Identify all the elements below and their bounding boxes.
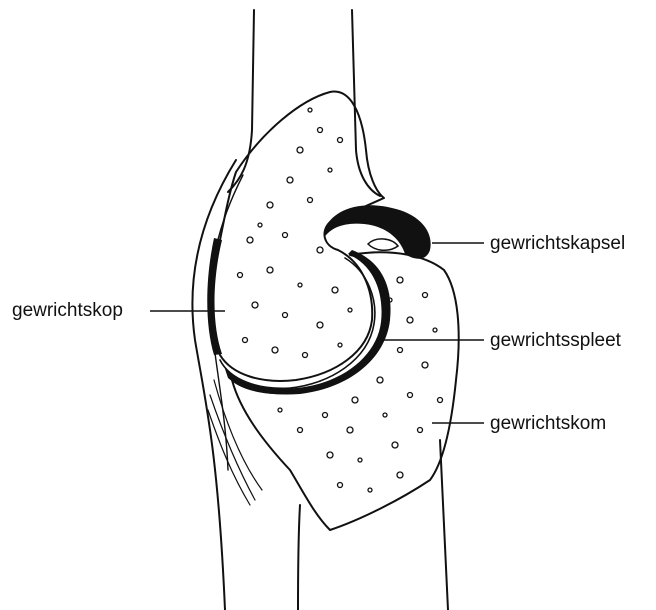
- lower-bone-shaft-right: [440, 440, 448, 610]
- outer-tissue-left: [192, 160, 236, 610]
- head-left-cartilage-fill: [207, 238, 222, 355]
- upper-bone-shaft-right: [352, 10, 380, 196]
- joint-head-outline: [211, 92, 384, 381]
- lower-bone-shaft-left: [298, 505, 300, 610]
- label-gewrichtsspleet: gewrichtsspleet: [490, 331, 621, 350]
- joint-space-fill: [224, 250, 391, 394]
- label-gewrichtskom: gewrichtskom: [490, 414, 606, 433]
- label-gewrichtskapsel: gewrichtskapsel: [490, 234, 625, 253]
- label-gewrichtskop: gewrichtskop: [12, 301, 123, 320]
- capsule-cavity: [368, 239, 398, 250]
- bone-texture: [238, 108, 443, 492]
